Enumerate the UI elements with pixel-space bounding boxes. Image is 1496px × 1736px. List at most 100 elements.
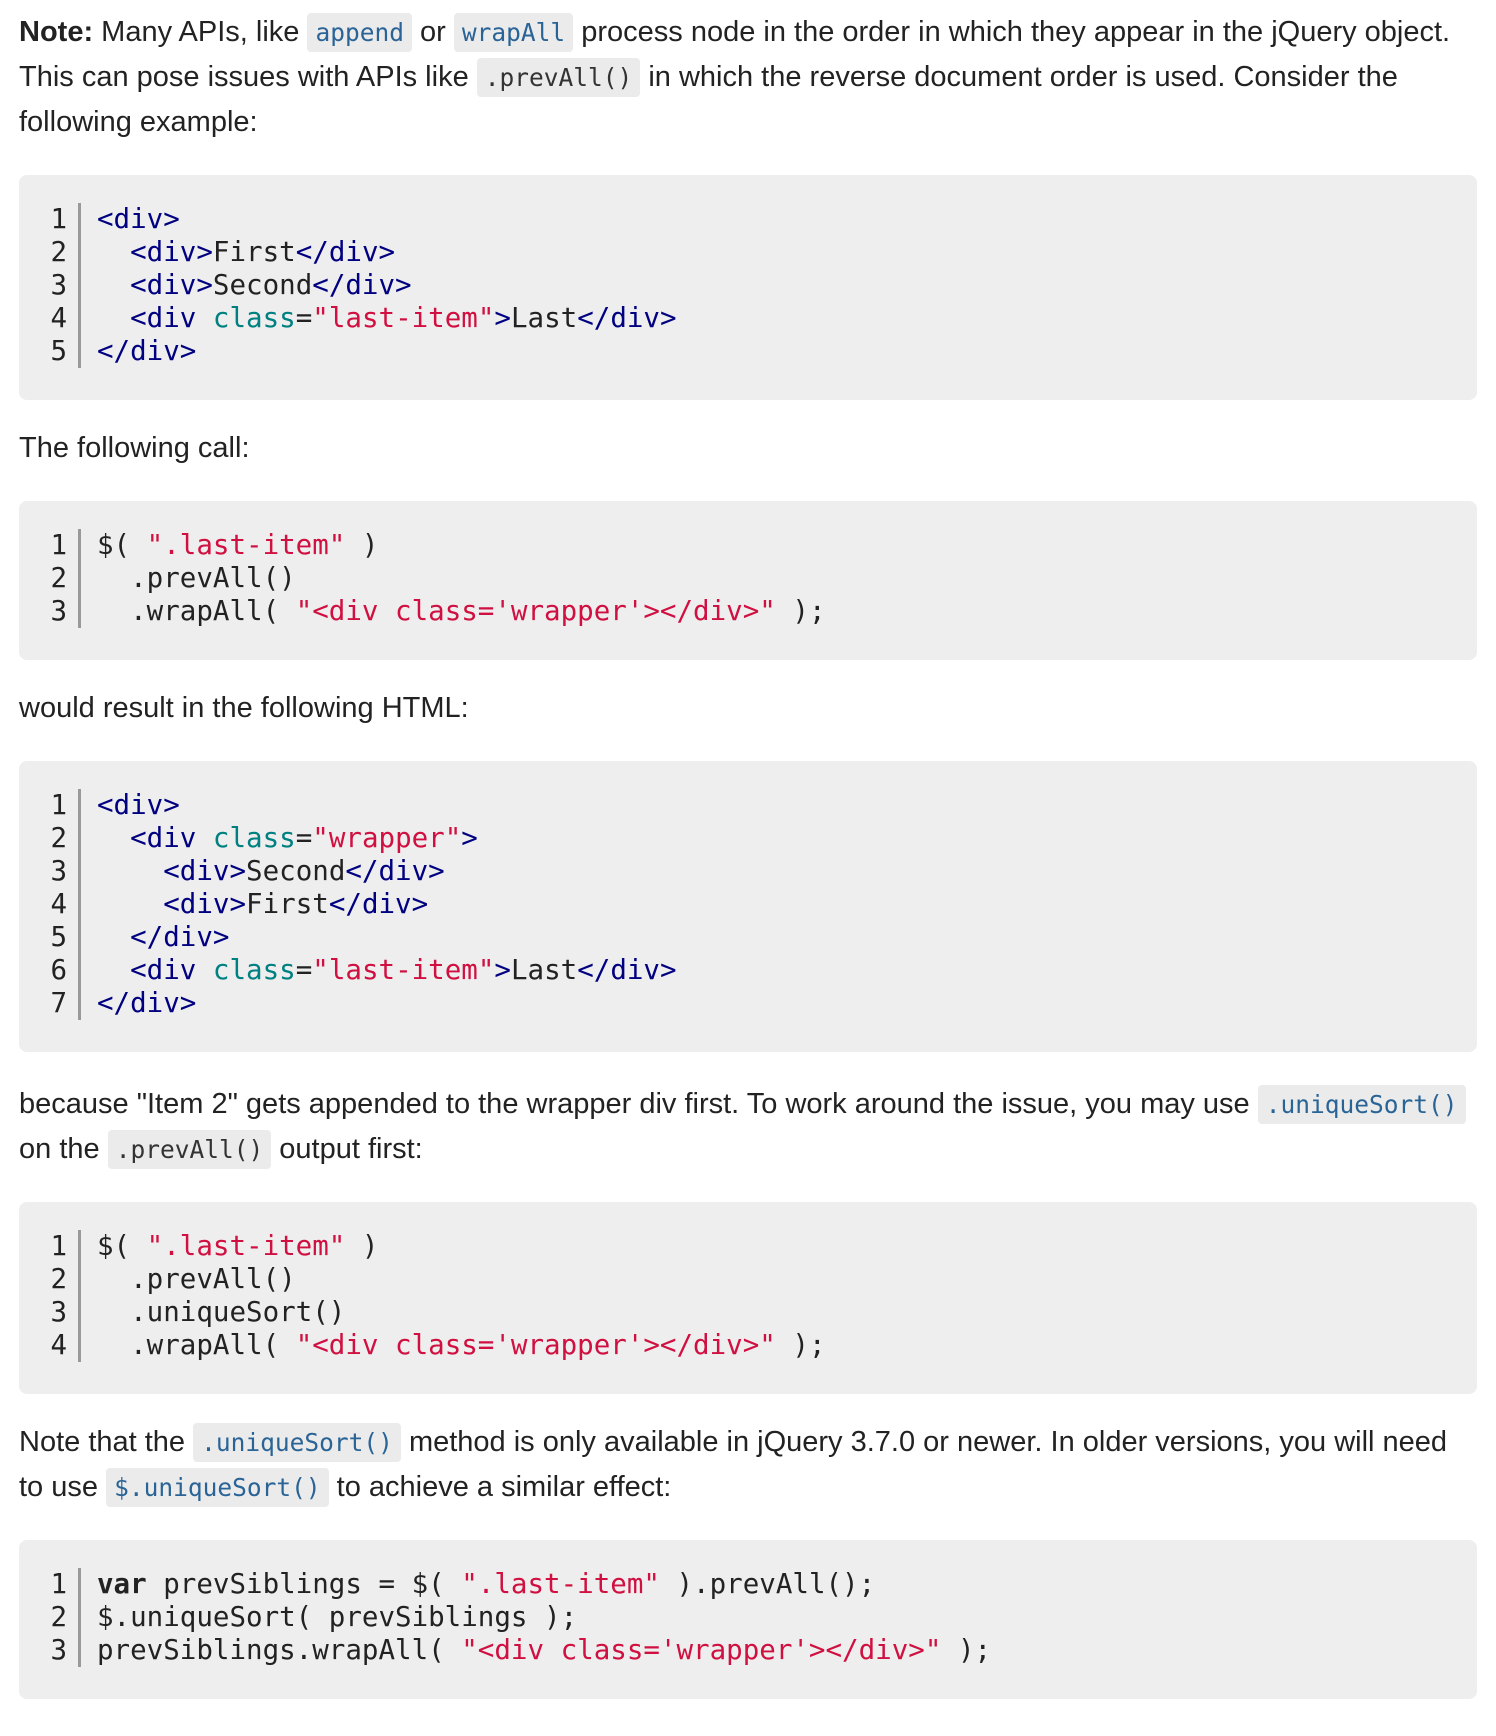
code-token [97,855,163,887]
code-line: $( ".last-item" ) [97,1230,826,1263]
code-token: </div> [328,888,429,920]
older-text: to achieve a similar effect: [328,1471,672,1503]
code-line: <div class="last-item">Last</div> [97,302,677,335]
code-token: var [97,1568,147,1600]
line-number: 4 [50,888,67,920]
code-token: </div> [577,302,677,334]
line-number: 2 [50,822,67,854]
code-token [97,236,130,268]
prevall-code: .prevAll() [476,58,641,97]
line-number: 3 [50,1634,67,1666]
code-token: Last [510,302,578,334]
wrapall-link[interactable]: wrapAll [453,13,574,52]
code-line: var prevSiblings = $( ".last-item" ).pre… [97,1568,991,1601]
code-token: </div> [97,987,197,1019]
code-token: = [295,822,313,854]
code-token: <div [130,302,213,334]
code-lines: <div> <div class="wrapper"> <div>Second<… [81,789,677,1020]
code-token: class [212,822,296,854]
line-number: 6 [50,954,67,986]
code-line: $( ".last-item" ) [97,529,826,562]
code-token: <div [130,954,213,986]
code-token [97,954,130,986]
code-token: ".last-item" [461,1568,660,1600]
code-token: ".last-item" [146,529,346,561]
line-number: 3 [50,269,67,301]
code-token: prevSiblings = $( [146,1568,462,1600]
code-token [97,921,130,953]
line-number: 2 [50,1601,67,1633]
code-token: </div> [345,855,445,887]
code-token: <div> [97,789,180,821]
line-number: 3 [50,1296,67,1328]
code-token: ); [775,595,826,627]
line-number: 2 [50,1263,67,1295]
line-number: 1 [50,1230,67,1262]
code-token: = [295,302,313,334]
note-label: Note: [19,16,94,48]
code-token [97,822,130,854]
code-token: ); [941,1634,992,1666]
code-lines: <div> <div>First</div> <div>Second</div>… [81,203,677,368]
code-line: <div class="last-item">Last</div> [97,954,677,987]
code-token: .prevAll() [97,1263,296,1295]
code-line: </div> [97,921,677,954]
code-line: <div> [97,203,677,236]
prevall-code: .prevAll() [107,1130,272,1169]
line-number: 1 [50,529,67,561]
result-paragraph: would result in the following HTML: [19,692,469,724]
code-token: .wrapAll( [97,595,296,627]
code-token: .prevAll() [97,562,296,594]
line-number: 3 [50,595,67,627]
line-number: 4 [50,302,67,334]
doc-content: Note: Many APIs, like append or wrapAll … [19,13,1477,1699]
code-token: <div [130,822,213,854]
code-token: .wrapAll( [97,1329,296,1361]
code-token [97,888,163,920]
code-line: .wrapAll( "<div class='wrapper'></div>" … [97,595,826,628]
code-line: .uniqueSort() [97,1296,826,1329]
code-lines: $( ".last-item" ) .prevAll() .wrapAll( "… [81,529,826,628]
code-lines: var prevSiblings = $( ".last-item" ).pre… [81,1568,991,1667]
code-line: .prevAll() [97,1263,826,1296]
code-token: $( [97,529,147,561]
code-line: .prevAll() [97,562,826,595]
uniquesort-link[interactable]: .uniqueSort() [193,1423,401,1462]
because-text: because "Item 2" gets appended to the wr… [19,1088,1258,1120]
code-token: "last-item" [312,954,495,986]
code-token: Second [212,269,313,301]
code-token: prevSiblings.wrapAll( [97,1634,462,1666]
because-paragraph: because "Item 2" gets appended to the wr… [19,1082,1477,1172]
line-number: 3 [50,855,67,887]
line-number: 2 [50,562,67,594]
code-token: <div> [130,236,213,268]
code-lines: $( ".last-item" ) .prevAll() .uniqueSort… [81,1230,826,1362]
older-text: Note that the [19,1426,194,1458]
code-line: <div>Second</div> [97,855,677,888]
code-token: class [212,954,296,986]
note-text: Many APIs, like [93,16,308,48]
code-token: </div> [577,954,677,986]
code-line: $.uniqueSort( prevSiblings ); [97,1601,991,1634]
code-token: </div> [295,236,396,268]
code-token: "<div class='wrapper'></div>" [461,1634,942,1666]
uniquesort-link[interactable]: .uniqueSort() [1257,1085,1466,1124]
code-token: <div> [130,269,213,301]
line-number: 2 [50,236,67,268]
append-link[interactable]: append [307,13,412,52]
older-versions-paragraph: Note that the .uniqueSort() method is on… [19,1420,1477,1510]
code-token: > [494,302,511,334]
code-token: > [494,954,511,986]
code-token: </div> [97,335,197,367]
code-line: <div class="wrapper"> [97,822,677,855]
note-text: in which the reverse document order is u… [19,61,1398,138]
code-token: "wrapper" [312,822,462,854]
jquery-uniquesort-link[interactable]: $.uniqueSort() [106,1468,329,1507]
code-line: <div>Second</div> [97,269,677,302]
